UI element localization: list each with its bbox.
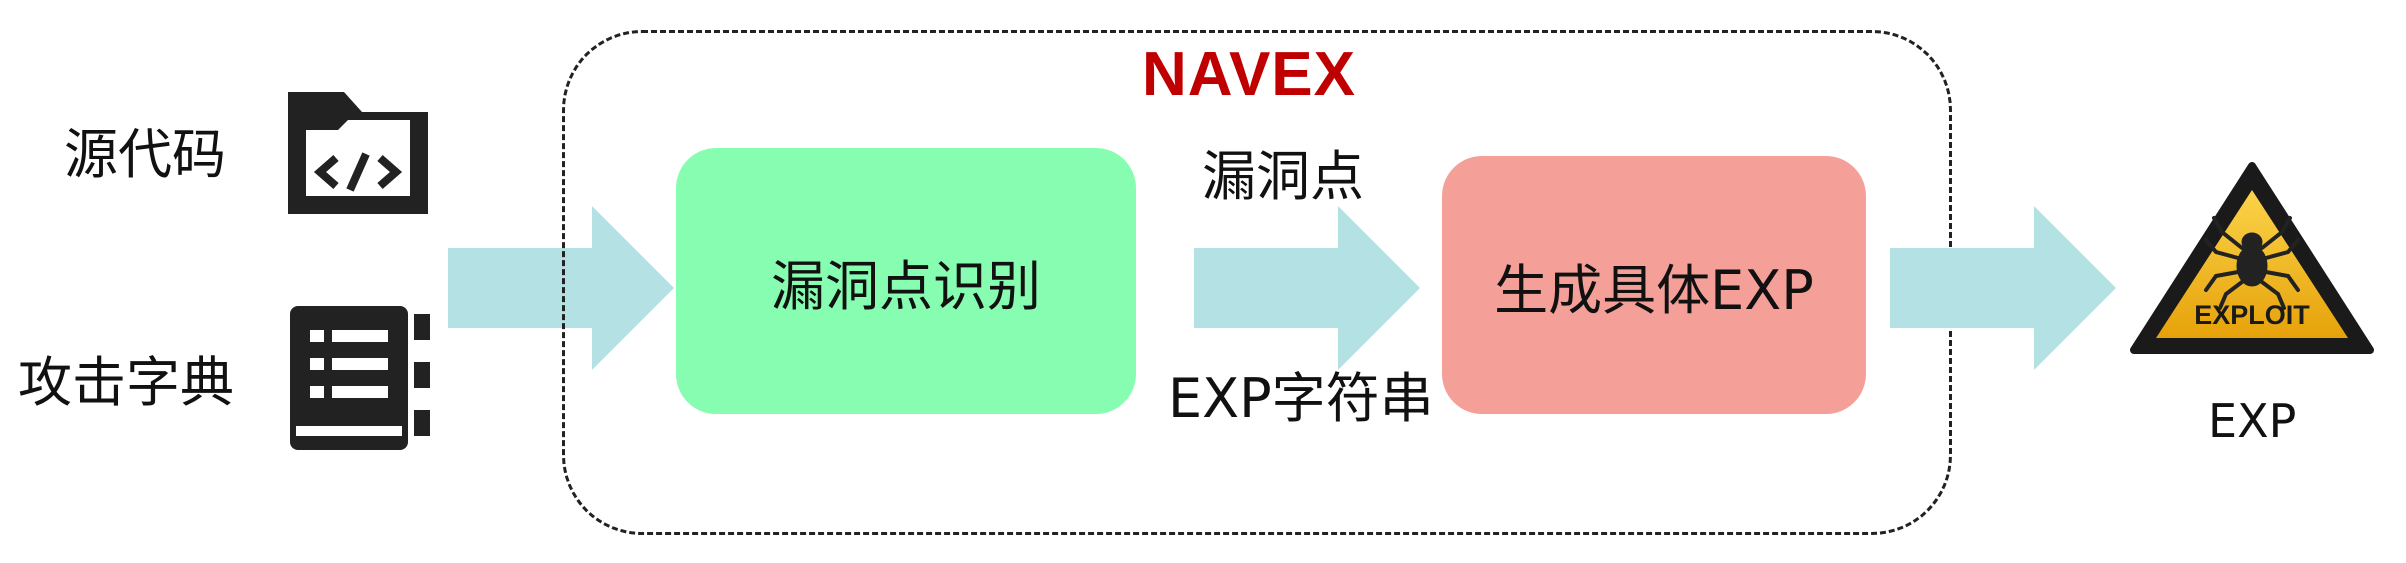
exp-output-label: EXP: [2208, 394, 2297, 448]
vulnerability-detection-box: 漏洞点识别: [676, 148, 1136, 414]
generate-exp-label: 生成具体EXP: [1494, 258, 1814, 322]
code-folder-icon: [288, 92, 428, 214]
generate-exp-box: 生成具体EXP: [1442, 156, 1866, 414]
vulnerability-detection-label: 漏洞点识别: [771, 254, 1041, 318]
vulnerability-point-label: 漏洞点: [1202, 145, 1364, 208]
input-arrow: [448, 206, 674, 370]
output-arrow: [1890, 206, 2116, 370]
exploit-badge-text: EXPLOIT: [2194, 300, 2310, 330]
exploit-warning-icon: EXPLOIT: [2130, 162, 2374, 354]
middle-arrow: [1194, 206, 1420, 370]
book-list-icon: [290, 306, 430, 450]
navex-title: NAVEX: [1142, 40, 1357, 109]
exp-string-label: EXP字符串: [1168, 367, 1434, 430]
source-code-label: 源代码: [64, 123, 226, 186]
attack-dictionary-label: 攻击字典: [18, 351, 234, 414]
